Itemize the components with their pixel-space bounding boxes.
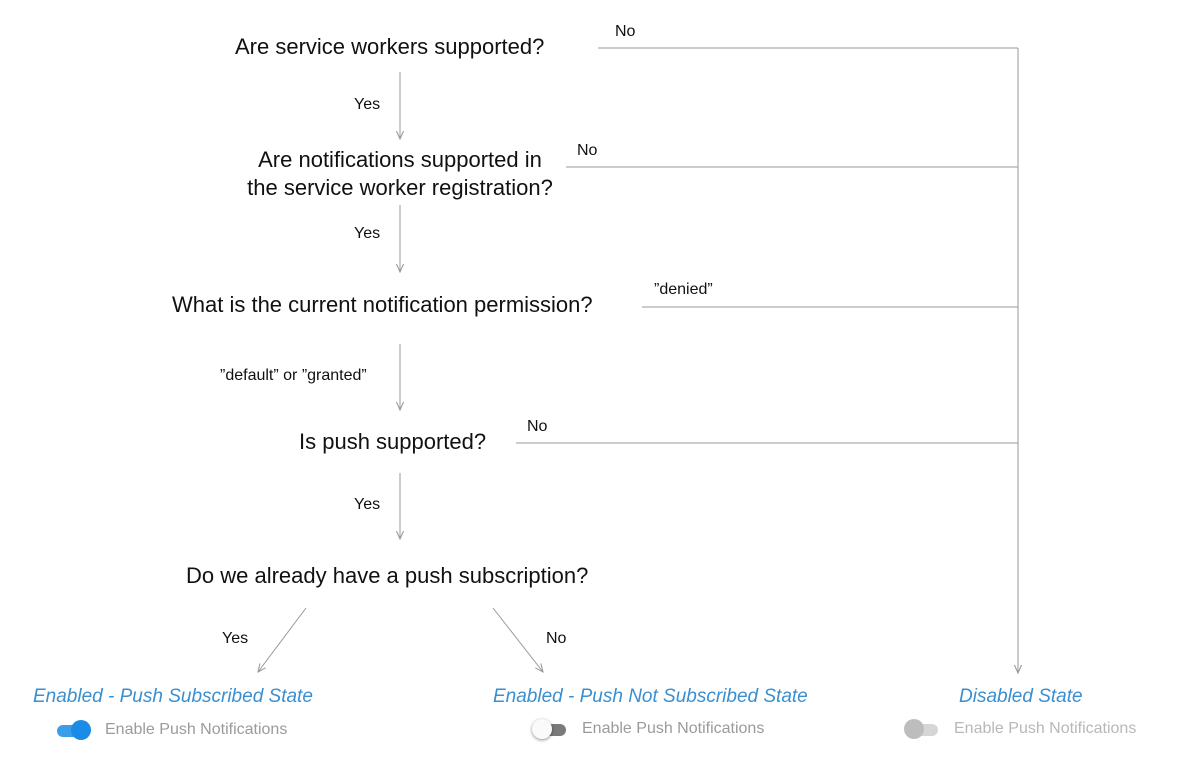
push-toggle-not-subscribed[interactable] (532, 718, 568, 740)
label-subscription-yes: Yes (222, 630, 249, 647)
question-notifications: Are notifications supported in the servi… (229, 146, 571, 202)
toggle-knob (71, 720, 91, 740)
push-toggle-subscribed[interactable] (55, 719, 91, 741)
question-notifications-line2: the service worker registration? (247, 175, 553, 200)
state-not-subscribed-title: Enabled - Push Not Subscribed State (493, 686, 808, 707)
question-subscription: Do we already have a push subscription? (186, 563, 589, 588)
arrow-subscription-no (492, 607, 543, 672)
toggle-knob (904, 719, 924, 739)
toggle-label-subscribed: Enable Push Notifications (105, 721, 288, 738)
question-service-workers: Are service workers supported? (235, 34, 545, 59)
label-subscription-no: No (546, 630, 567, 647)
label-permission-denied: ”denied” (654, 281, 713, 298)
label-permission-default-granted: ”default” or ”granted” (220, 367, 367, 384)
label-notif-no: No (577, 142, 598, 159)
label-sw-no: No (615, 23, 636, 40)
toggle-row-not-subscribed: Enable Push Notifications (532, 718, 764, 740)
label-push-yes: Yes (354, 496, 381, 513)
toggle-knob (532, 719, 552, 739)
push-toggle-disabled[interactable] (904, 718, 940, 740)
label-sw-yes: Yes (354, 96, 381, 113)
state-subscribed-title: Enabled - Push Subscribed State (33, 686, 313, 707)
toggle-label-not-subscribed: Enable Push Notifications (582, 720, 765, 737)
question-permission: What is the current notification permiss… (172, 292, 593, 317)
state-disabled-title: Disabled State (959, 686, 1083, 707)
toggle-label-disabled: Enable Push Notifications (954, 720, 1137, 737)
label-notif-yes: Yes (354, 225, 381, 242)
question-notifications-line1: Are notifications supported in (258, 147, 542, 172)
arrow-subscription-yes (258, 607, 307, 672)
toggle-row-disabled: Enable Push Notifications (904, 718, 1136, 740)
toggle-row-subscribed: Enable Push Notifications (55, 719, 287, 741)
question-push-supported: Is push supported? (299, 429, 487, 454)
label-push-no: No (527, 418, 548, 435)
